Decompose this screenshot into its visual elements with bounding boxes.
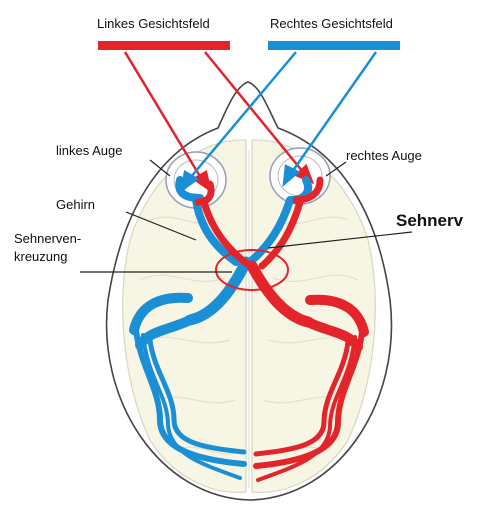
right-field-label: Rechtes Gesichtsfeld [270,16,393,31]
brain-label: Gehirn [56,197,95,212]
red-visual-pathway [194,176,369,482]
right-field-rays [180,51,378,193]
left-field-label: Linkes Gesichtsfeld [97,16,210,31]
left-field-bar [98,41,230,50]
brain [122,139,376,493]
leader-lines [80,159,413,273]
blue-visual-pathway [129,176,313,480]
left-eye-label: linkes Auge [56,143,123,158]
optic-nerve-label: Sehnerv [396,211,464,230]
chiasm-circle [215,249,289,291]
right-field-bar [268,41,400,50]
chiasm-label-line2: kreuzung [14,249,67,264]
left-field-rays [123,51,315,193]
right-eye-label: rechtes Auge [346,148,422,163]
chiasm-label-line1: Sehnerven- [14,231,81,246]
